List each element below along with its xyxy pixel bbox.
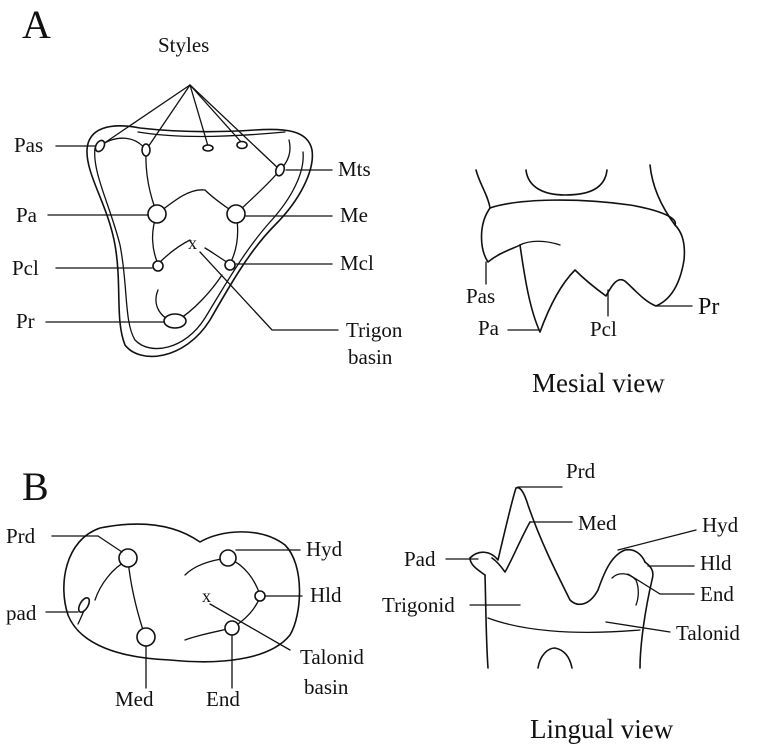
metacone-cusp: [227, 205, 245, 223]
lingual-label-trigonid: Trigonid: [382, 593, 455, 617]
metaconule-cusp: [225, 260, 235, 270]
metastyle-cusp: [274, 163, 286, 177]
upper-molar-crests: [100, 138, 290, 322]
label-hyd: Hyd: [306, 537, 343, 561]
label-pa: Pa: [16, 203, 38, 227]
label-pad: pad: [6, 601, 37, 625]
lingual-label-talonid: Talonid: [676, 621, 740, 645]
label-prd: Prd: [6, 524, 36, 548]
mesial-label-pas: Pas: [466, 284, 495, 308]
leader-prd-d: [98, 536, 122, 552]
label-basin: basin: [348, 345, 393, 369]
lingual-label-prd: Prd: [566, 459, 596, 483]
trigon-basin-marker: x: [188, 233, 197, 253]
mesial-label-pr: Pr: [698, 294, 719, 320]
style-cusp-2: [142, 144, 150, 156]
label-pas: Pas: [14, 133, 43, 157]
label-end: End: [206, 687, 240, 711]
mesial-label-pa: Pa: [478, 316, 500, 340]
panel-b-letter: B: [22, 464, 49, 509]
label-trigon: Trigon: [346, 318, 403, 342]
styles-leader-lines: [100, 85, 280, 170]
lingual-label-hld: Hld: [700, 551, 732, 575]
label-talonid: Talonid: [300, 645, 364, 669]
lingual-leader-hyd: [618, 530, 696, 550]
label-pr: Pr: [16, 309, 35, 333]
label-hld: Hld: [310, 583, 342, 607]
mesial-view-caption: Mesial view: [532, 368, 665, 398]
panel-a-letter: A: [22, 2, 51, 47]
label-mcl: Mcl: [340, 251, 374, 275]
paracone-cusp: [148, 205, 166, 223]
mesial-view-tooth: [476, 165, 684, 332]
talonid-basin-marker: x: [202, 586, 211, 606]
label-med: Med: [115, 687, 154, 711]
label-talonid-basin: basin: [304, 675, 349, 699]
hypoconid-cusp: [220, 550, 236, 566]
hypoconulid-cusp: [255, 591, 265, 601]
lingual-label-hyd: Hyd: [702, 513, 739, 537]
lingual-label-pad: Pad: [404, 547, 436, 571]
paraconule-cusp: [153, 261, 163, 271]
style-cusp-3: [203, 145, 213, 151]
lingual-view-tooth: [470, 488, 653, 668]
entoconid-cusp: [225, 621, 239, 635]
label-mts: Mts: [338, 157, 371, 181]
styles-label: Styles: [158, 33, 209, 57]
mesial-label-pcl: Pcl: [590, 317, 617, 341]
lingual-label-med: Med: [578, 511, 617, 535]
metaconid-cusp: [137, 628, 155, 646]
lingual-label-end: End: [700, 582, 734, 606]
leader-talonid-basin: [210, 604, 290, 650]
paraconid-cusp: [77, 596, 92, 614]
style-cusp-4: [237, 142, 247, 149]
label-pcl: Pcl: [12, 256, 39, 280]
label-me: Me: [340, 203, 368, 227]
protocone-cusp: [164, 314, 186, 328]
lingual-view-caption: Lingual view: [530, 714, 674, 744]
